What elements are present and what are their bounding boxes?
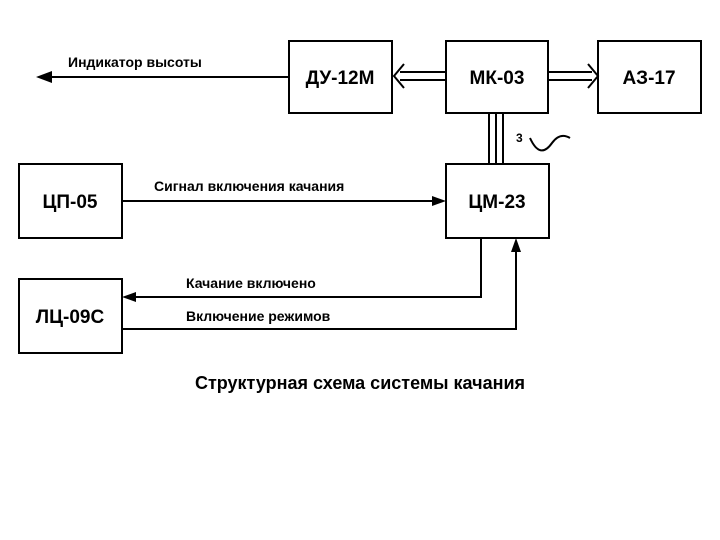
label-mode-enable: Включение режимов	[186, 308, 331, 324]
block-cp05: ЦП-05	[18, 163, 123, 239]
block-lc09s: ЛЦ-09С	[18, 278, 123, 354]
diagram-caption: Структурная схема системы качания	[195, 373, 525, 393]
link-mk03-az17	[548, 63, 600, 89]
arrow-cp05-cm23	[122, 196, 446, 206]
block-az17: АЗ-17	[597, 40, 702, 114]
label-altitude-indicator: Индикатор высоты	[68, 54, 202, 70]
block-az17-label: АЗ-17	[622, 68, 675, 89]
label-swing-enable-signal: Сигнал включения качания	[154, 178, 344, 194]
block-cm23: ЦМ-23	[445, 163, 550, 239]
label-swing-enabled: Качание включено	[186, 275, 316, 291]
block-lc09s-label: ЛЦ-09С	[36, 307, 105, 328]
block-mk03: МК-03	[445, 40, 549, 114]
block-mk03-label: МК-03	[470, 68, 525, 89]
arrow-swing-enabled	[122, 238, 482, 302]
arrow-altitude-indicator	[36, 71, 289, 83]
label-bus-count: 3	[516, 131, 523, 145]
block-du12m-label: ДУ-12М	[306, 68, 375, 89]
link-mk03-du12m	[392, 63, 446, 89]
ac-wave-icon	[529, 134, 571, 152]
block-cp05-label: ЦП-05	[43, 192, 98, 213]
block-cm23-label: ЦМ-23	[468, 192, 525, 213]
arrow-mode-enable	[122, 238, 521, 330]
block-du12m: ДУ-12М	[288, 40, 393, 114]
bus-mk03-cm23	[488, 113, 504, 164]
